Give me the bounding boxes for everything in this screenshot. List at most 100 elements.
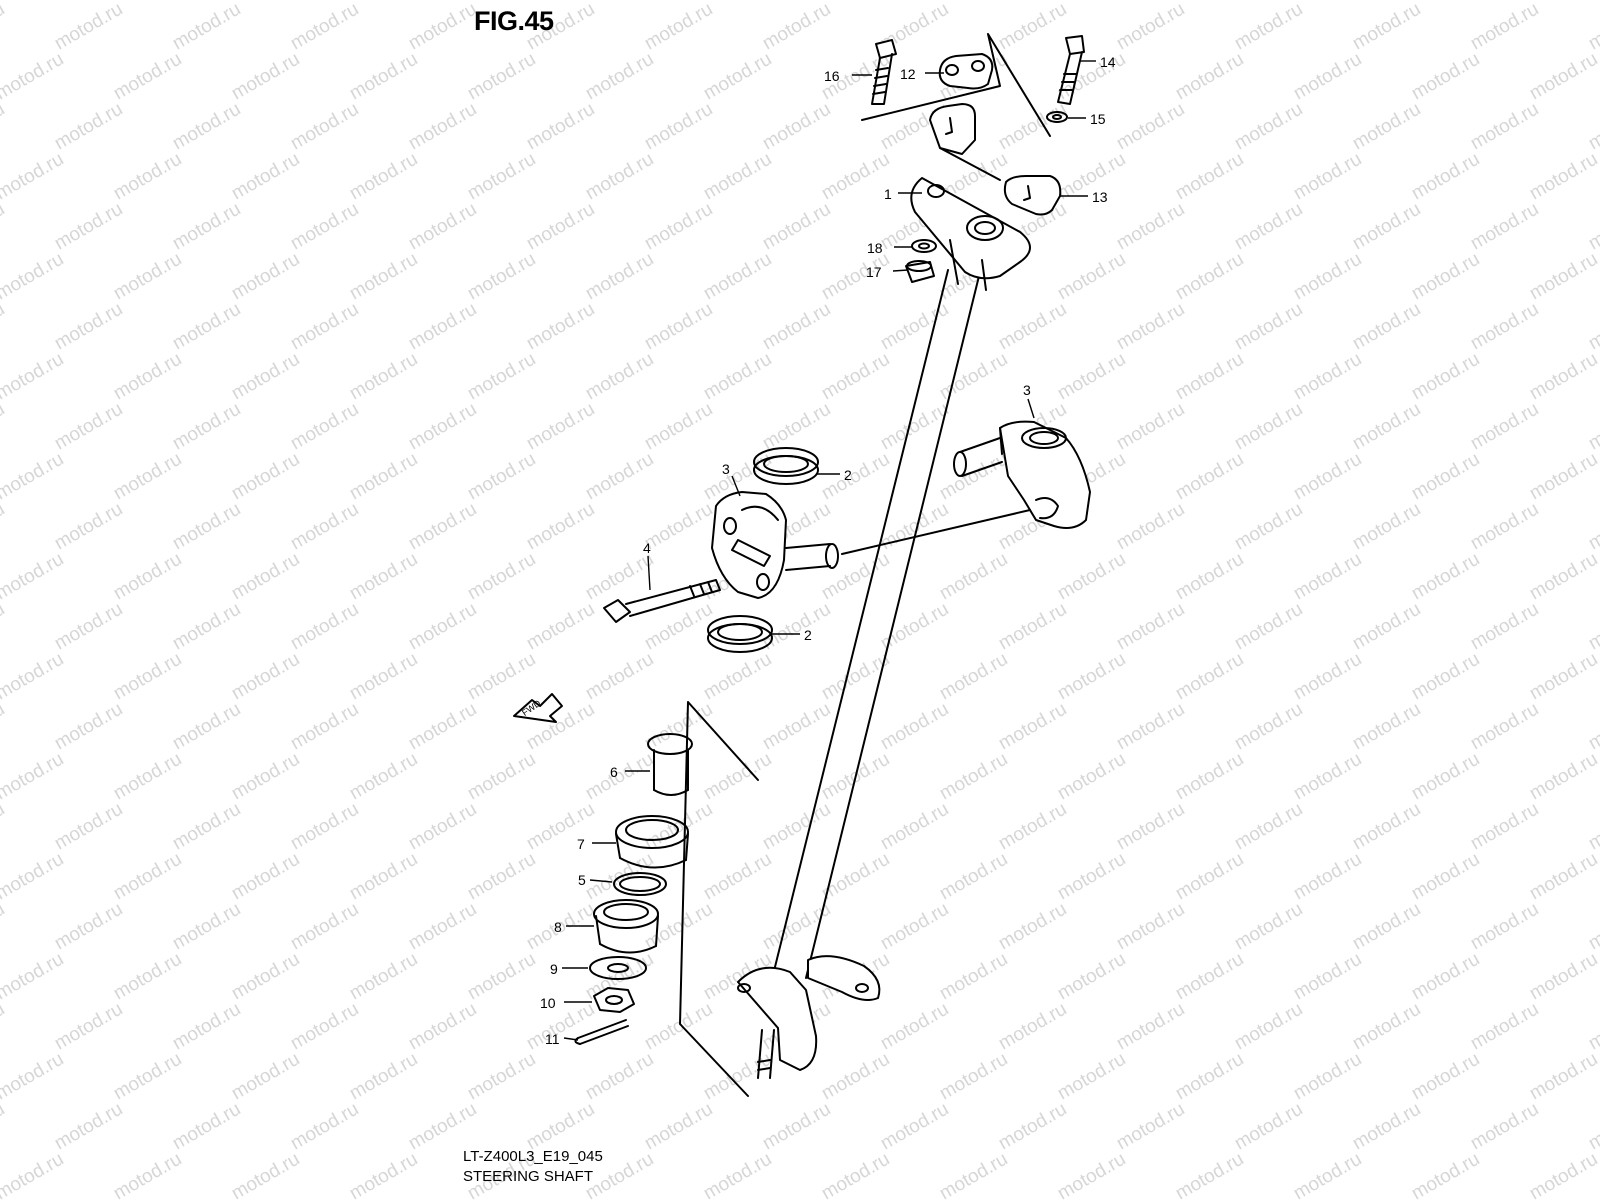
watermark-text: motod.ru — [1585, 599, 1600, 655]
watermark-text: motod.ru — [0, 99, 8, 155]
callout-15: 15 — [1090, 111, 1106, 127]
watermark-text: motod.ru — [110, 0, 185, 4]
watermark-text: motod.ru — [818, 849, 893, 905]
watermark-text: motod.ru — [936, 1149, 1011, 1200]
nut-17 — [905, 260, 935, 283]
watermark-text: motod.ru — [1054, 349, 1129, 405]
watermark-text: motod.ru — [51, 799, 126, 855]
watermark-text: motod.ru — [641, 99, 716, 155]
watermark-text: motod.ru — [0, 599, 8, 655]
watermark-text: motod.ru — [1172, 549, 1247, 605]
watermark-text: motod.ru — [818, 149, 893, 205]
watermark-text: motod.ru — [1290, 1049, 1365, 1105]
watermark-text: motod.ru — [169, 599, 244, 655]
watermark-text: motod.ru — [464, 649, 539, 705]
watermark-text: motod.ru — [0, 499, 8, 555]
watermark-text: motod.ru — [1172, 849, 1247, 905]
watermark-text: motod.ru — [1585, 1099, 1600, 1155]
watermark-text: motod.ru — [818, 649, 893, 705]
watermark-text: motod.ru — [0, 899, 8, 955]
watermark-text: motod.ru — [1585, 299, 1600, 355]
clamp-group-boundary — [861, 33, 1051, 137]
watermark-text: motod.ru — [405, 999, 480, 1055]
watermark-text: motod.ru — [759, 1099, 834, 1155]
watermark-text: motod.ru — [1408, 549, 1483, 605]
oil-seal-7 — [615, 815, 689, 869]
watermark-text: motod.ru — [346, 849, 421, 905]
watermark-text: motod.ru — [700, 349, 775, 405]
watermark-text: motod.ru — [287, 799, 362, 855]
watermark-text: motod.ru — [936, 1049, 1011, 1105]
watermark-text: motod.ru — [1526, 449, 1600, 505]
watermark-text: motod.ru — [1408, 849, 1483, 905]
watermark-text: motod.ru — [110, 149, 185, 205]
watermark-text: motod.ru — [1231, 1099, 1306, 1155]
watermark-text: motod.ru — [0, 549, 67, 605]
watermark-text: motod.ru — [0, 1049, 67, 1105]
watermark-text: motod.ru — [169, 799, 244, 855]
watermark-text: motod.ru — [1526, 49, 1600, 105]
watermark-text: motod.ru — [346, 649, 421, 705]
watermark-text: motod.ru — [1290, 649, 1365, 705]
watermark-text: motod.ru — [346, 449, 421, 505]
callout-16: 16 — [824, 68, 840, 84]
watermark-text: motod.ru — [877, 799, 952, 855]
watermark-text: motod.ru — [1231, 199, 1306, 255]
cotter-pin-11 — [574, 1019, 629, 1045]
watermark-text: motod.ru — [1113, 899, 1188, 955]
washer-15 — [1046, 111, 1068, 123]
watermark-text: motod.ru — [169, 199, 244, 255]
watermark-text: motod.ru — [287, 199, 362, 255]
watermark-text: motod.ru — [464, 149, 539, 205]
watermark-text: motod.ru — [0, 799, 8, 855]
leader-lines — [562, 60, 1096, 1041]
watermark-text: motod.ru — [1526, 349, 1600, 405]
watermark-text: motod.ru — [287, 399, 362, 455]
watermark-text: motod.ru — [1526, 1049, 1600, 1105]
watermark-text: motod.ru — [51, 199, 126, 255]
watermark-text: motod.ru — [1349, 899, 1424, 955]
watermark-text: motod.ru — [228, 749, 303, 805]
watermark-text: motod.ru — [1349, 999, 1424, 1055]
watermark-text: motod.ru — [1467, 299, 1542, 355]
watermark-text: motod.ru — [936, 849, 1011, 905]
watermark-text: motod.ru — [0, 349, 67, 405]
steering-lower-arm — [737, 955, 881, 1079]
watermark-text: motod.ru — [110, 49, 185, 105]
watermark-text: motod.ru — [1172, 0, 1247, 4]
watermark-text: motod.ru — [1408, 0, 1483, 4]
watermark-text: motod.ru — [110, 849, 185, 905]
nut-10 — [593, 987, 635, 1013]
watermark-text: motod.ru — [169, 699, 244, 755]
watermark-text: motod.ru — [287, 299, 362, 355]
watermark-text: motod.ru — [169, 999, 244, 1055]
watermark-text: motod.ru — [405, 699, 480, 755]
watermark-text: motod.ru — [1408, 449, 1483, 505]
watermark-text: motod.ru — [346, 549, 421, 605]
watermark-text: motod.ru — [641, 799, 716, 855]
watermark-text: motod.ru — [346, 1049, 421, 1105]
watermark-text: motod.ru — [1467, 799, 1542, 855]
watermark-text: motod.ru — [287, 899, 362, 955]
washer-9 — [589, 956, 647, 980]
watermark-text: motod.ru — [110, 349, 185, 405]
watermark-text: motod.ru — [759, 699, 834, 755]
watermark-text: motod.ru — [1172, 949, 1247, 1005]
watermark-text: motod.ru — [936, 749, 1011, 805]
watermark-text: motod.ru — [1526, 149, 1600, 205]
washer-18 — [911, 239, 937, 253]
watermark-text: motod.ru — [1349, 599, 1424, 655]
watermark-text: motod.ru — [1585, 399, 1600, 455]
callout-7: 7 — [577, 836, 585, 852]
watermark-text: motod.ru — [582, 549, 657, 605]
watermark-text: motod.ru — [110, 1049, 185, 1105]
watermark-text: motod.ru — [1526, 0, 1600, 4]
watermark-text: motod.ru — [346, 0, 421, 4]
watermark-text: motod.ru — [1172, 1049, 1247, 1105]
watermark-text: motod.ru — [1349, 199, 1424, 255]
watermark-text: motod.ru — [641, 0, 716, 54]
watermark-text: motod.ru — [1290, 249, 1365, 305]
watermark-text: motod.ru — [1408, 149, 1483, 205]
watermark-text: motod.ru — [464, 0, 539, 4]
